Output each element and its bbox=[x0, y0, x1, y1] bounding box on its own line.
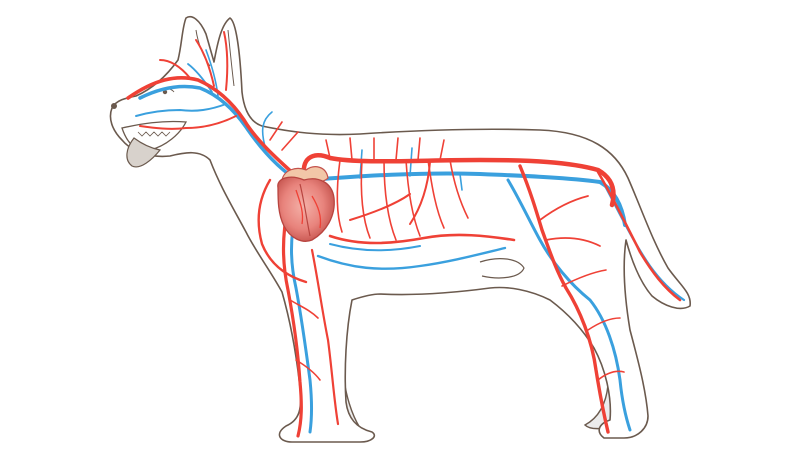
back-twig-8 bbox=[281, 131, 299, 151]
head-vein bbox=[187, 63, 213, 93]
aorta bbox=[301, 152, 616, 208]
rib-artery-5 bbox=[427, 159, 445, 229]
carotid-artery bbox=[126, 75, 298, 178]
belly-vein-2 bbox=[329, 243, 421, 252]
hind-branch-1 bbox=[539, 195, 589, 221]
hind-branch-2 bbox=[545, 237, 601, 247]
ear-inner-line-2 bbox=[227, 29, 235, 87]
nose bbox=[111, 103, 117, 109]
back-twig-7 bbox=[269, 121, 283, 141]
sheath-outline bbox=[479, 258, 525, 279]
belly-vein bbox=[316, 246, 507, 270]
belly-artery-2 bbox=[349, 193, 411, 221]
teeth-line bbox=[137, 131, 171, 137]
hind-vein-main bbox=[506, 178, 632, 432]
jugular-vein bbox=[138, 84, 302, 184]
rib-artery-4 bbox=[405, 159, 421, 237]
back-twig-6 bbox=[439, 139, 445, 161]
fore-vein bbox=[290, 208, 313, 434]
intercostal-arteries bbox=[269, 121, 469, 241]
vein-back-3 bbox=[459, 173, 463, 191]
fore-branch-2 bbox=[295, 359, 321, 381]
fore-artery bbox=[281, 204, 303, 438]
tongue bbox=[126, 137, 162, 168]
heart bbox=[277, 166, 335, 242]
carotid-branch-face bbox=[159, 59, 191, 79]
facial-artery bbox=[139, 115, 237, 130]
facial-vein bbox=[135, 103, 227, 117]
back-twig-4 bbox=[395, 137, 399, 161]
hind-artery-main bbox=[518, 164, 610, 434]
heart-groove bbox=[299, 183, 311, 237]
fore-artery-far bbox=[310, 248, 340, 426]
tail-artery bbox=[596, 170, 682, 302]
rib-artery-1 bbox=[336, 159, 343, 233]
carotid-branch-ear bbox=[223, 31, 229, 91]
fore-branch-1 bbox=[289, 299, 319, 319]
dog-body-outline bbox=[109, 16, 691, 443]
arteries bbox=[126, 31, 682, 438]
back-twig-5 bbox=[417, 137, 421, 161]
back-twig-2 bbox=[349, 137, 353, 161]
back-twig-1 bbox=[325, 139, 331, 159]
coronary-artery bbox=[295, 189, 322, 229]
rib-artery-6 bbox=[449, 159, 469, 219]
rib-artery-3 bbox=[383, 159, 397, 241]
hind-branch-4 bbox=[587, 317, 621, 331]
veins bbox=[135, 49, 686, 434]
eye bbox=[162, 89, 168, 95]
carotid-branch-upper bbox=[195, 39, 215, 87]
belly-artery bbox=[328, 233, 516, 245]
hind-branch-3 bbox=[561, 269, 607, 287]
chest-artery bbox=[257, 178, 308, 284]
hind-branch-5 bbox=[597, 370, 625, 381]
rib-artery-2 bbox=[360, 159, 371, 239]
